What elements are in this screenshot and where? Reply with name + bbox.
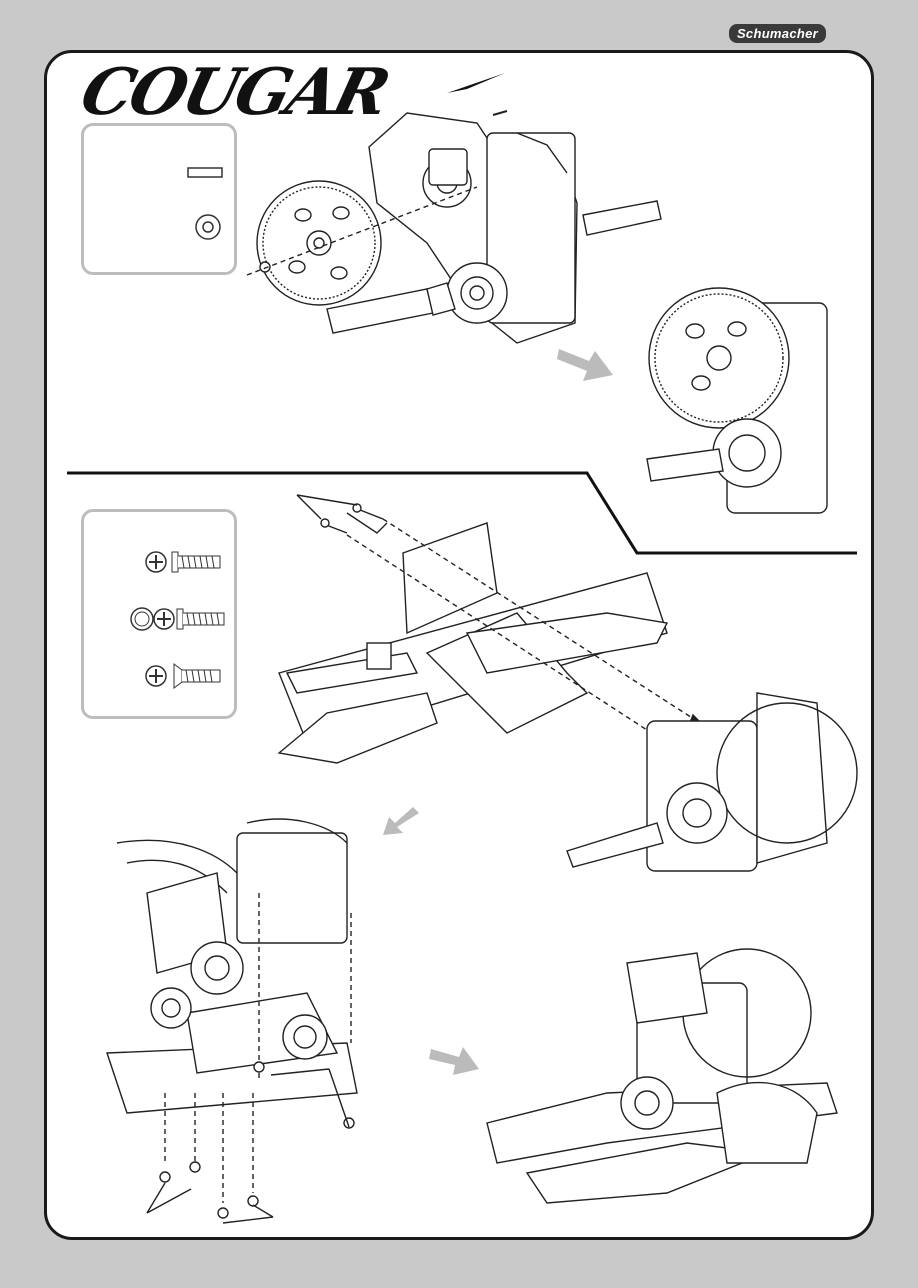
step-1-result xyxy=(647,288,827,513)
step-3-arrow xyxy=(429,1047,479,1075)
step-3-result xyxy=(487,949,837,1203)
brand-logo: Schumacher xyxy=(729,24,826,43)
assembly-illustrations xyxy=(47,53,874,1240)
step-2-gearbox xyxy=(567,693,857,871)
step-3-exploded xyxy=(107,819,357,1113)
step-1-gearbox-exploded xyxy=(247,111,661,343)
step-2-arrow xyxy=(383,807,419,835)
instruction-page: COUGAR xyxy=(44,50,874,1240)
step-2-chassis xyxy=(279,513,667,763)
step-1-arrow xyxy=(557,349,613,381)
